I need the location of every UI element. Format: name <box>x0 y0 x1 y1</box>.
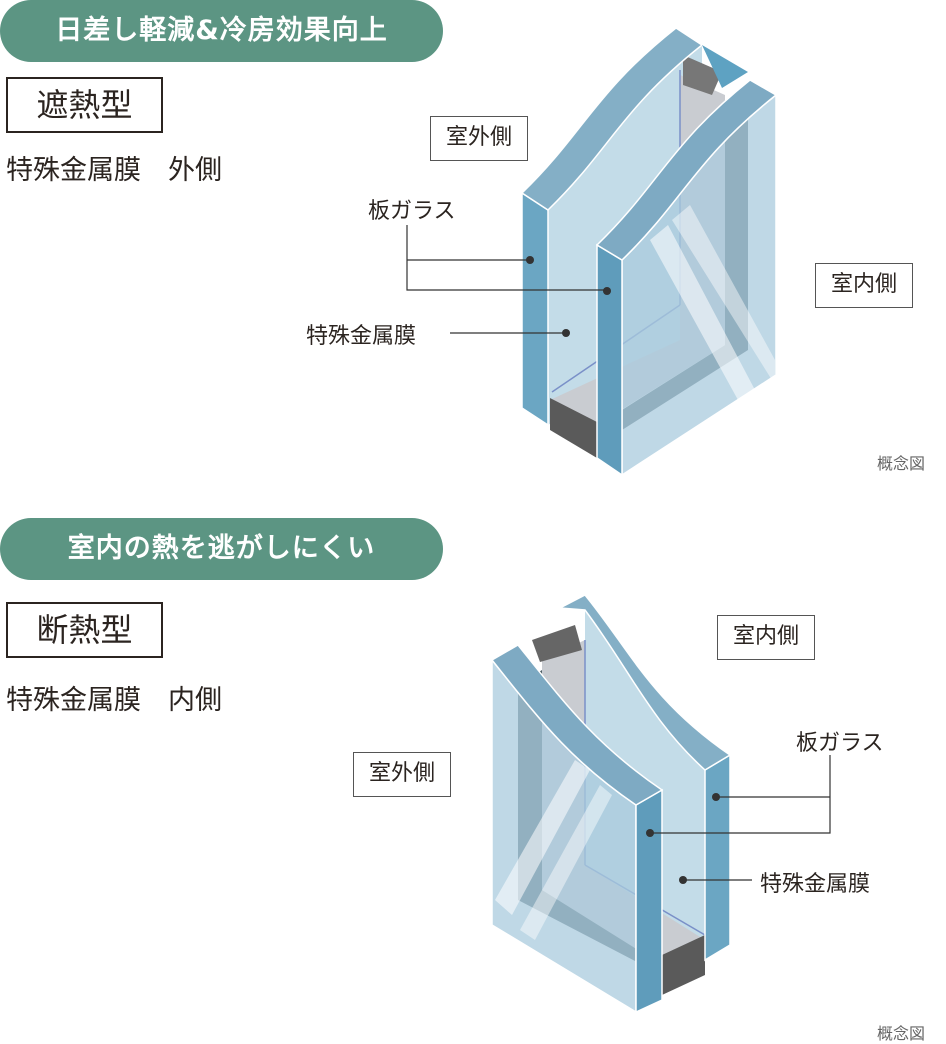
membrane-label: 特殊金属膜 <box>760 872 871 897</box>
leader-dot <box>562 329 570 337</box>
light-streak <box>495 760 590 915</box>
headline-pill: 室内の熱を逃がしにくい <box>0 518 443 580</box>
outside-label: 室外側 <box>353 752 451 797</box>
type-label-box: 遮熱型 <box>6 77 163 133</box>
back-pane-top <box>557 594 732 771</box>
leader-dot <box>646 829 654 837</box>
light-streak <box>520 785 612 940</box>
inside-label: 室内側 <box>717 615 815 660</box>
leader-dot <box>603 287 611 295</box>
membrane-position: 特殊金属膜 内側 <box>6 685 222 716</box>
back-pane-edge <box>704 753 731 962</box>
leader-lines <box>406 225 607 334</box>
headline-pill: 日差し軽減&冷房効果向上 <box>0 0 443 62</box>
light-streak <box>672 205 775 385</box>
membrane-label: 特殊金属膜 <box>306 324 417 349</box>
spacer-bottom <box>662 935 705 995</box>
leader-lines <box>650 755 831 881</box>
spacer-top <box>683 55 722 95</box>
heat-insulation-glass-diagram <box>490 594 831 1014</box>
glass-leader <box>650 755 831 834</box>
concept-note: 概念図 <box>877 1024 926 1043</box>
leader-dot <box>679 876 687 884</box>
outer-pane-edge <box>521 191 549 427</box>
inner-pane-edge <box>596 243 623 477</box>
heat-shield-glass-diagram <box>406 27 778 477</box>
leader-dot <box>526 256 534 264</box>
spacer-top <box>532 625 582 662</box>
light-streak <box>650 225 755 400</box>
outside-label: 室外側 <box>430 116 528 161</box>
glass-leader <box>406 225 607 291</box>
concept-note: 概念図 <box>877 454 926 473</box>
inner-pane-top <box>595 79 778 261</box>
type-label-box: 断熱型 <box>6 602 163 658</box>
glass-label: 板ガラス <box>368 199 456 224</box>
glass-label: 板ガラス <box>796 731 884 756</box>
front-pane-edge <box>635 788 663 1014</box>
spacer-bottom <box>550 398 597 458</box>
membrane-position: 特殊金属膜 外側 <box>6 155 222 186</box>
front-pane-top <box>490 644 664 806</box>
leader-dot <box>712 793 720 801</box>
spacer-top-edge <box>702 45 748 88</box>
inside-label: 室内側 <box>815 263 913 308</box>
